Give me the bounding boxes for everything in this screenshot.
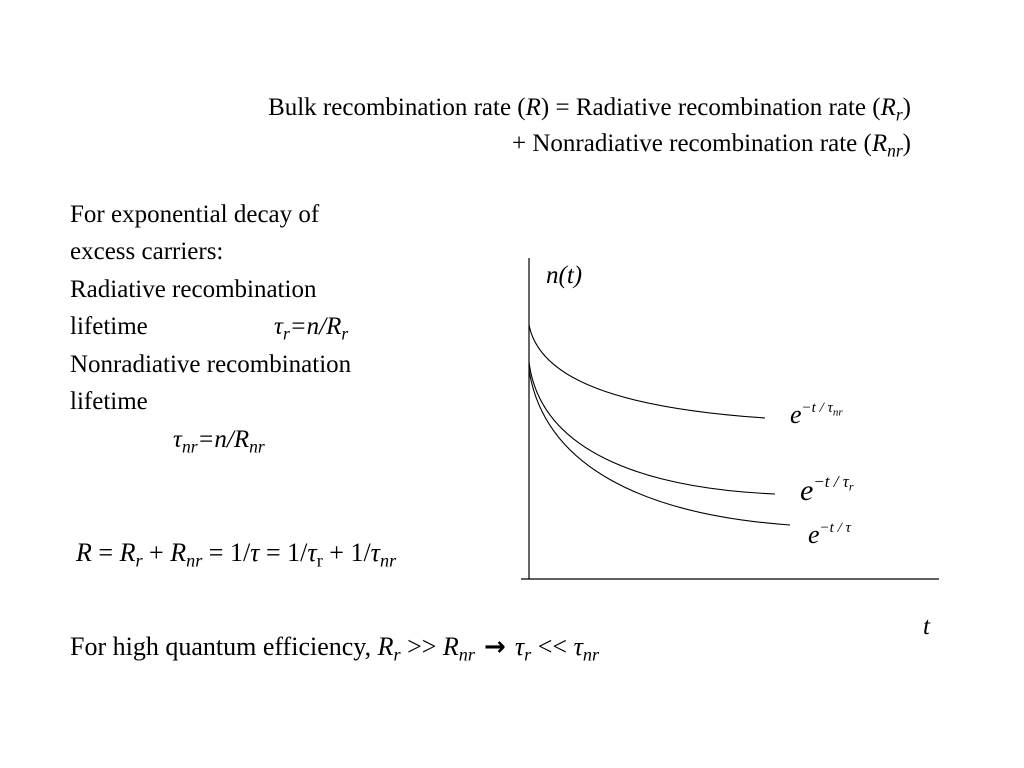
left-line-6: lifetime xyxy=(70,388,148,415)
operator: = xyxy=(259,538,288,567)
exp-base: e xyxy=(808,520,820,549)
symbol-R: R xyxy=(525,94,541,121)
exponent: −t / τr xyxy=(813,472,854,494)
symbol-tau: τ xyxy=(173,426,182,453)
symbol-R: R xyxy=(170,538,187,567)
subscript: nr xyxy=(186,550,203,571)
x-axis-label: t xyxy=(923,613,930,640)
subscript: nr xyxy=(181,436,198,457)
header-text: + Nonradiative recombination rate ( xyxy=(512,130,872,157)
exponent-text: −t / τ xyxy=(819,519,851,536)
operator: + xyxy=(142,538,171,567)
operator: + xyxy=(322,538,351,567)
subscript: nr xyxy=(379,550,397,571)
subscript: nr xyxy=(249,436,265,457)
operator: = xyxy=(202,538,230,567)
left-line-2: excess carriers: xyxy=(70,238,224,265)
subscript: r xyxy=(895,104,903,125)
header-line-2: + Nonradiative recombination rate (Rnr) xyxy=(512,130,911,159)
fraction-numerator: 1/ xyxy=(350,538,371,567)
footer-text: For high quantum efficiency, xyxy=(70,632,378,661)
left-line-5: Nonradiative recombination xyxy=(70,351,352,378)
curve-label-nonradiative: e−t / τnr xyxy=(790,400,843,430)
curve-label-total: e−t / τ xyxy=(808,520,851,550)
left-line-1: For exponential decay of xyxy=(70,201,320,228)
nonradiative-lifetime-formula: τnr=n/Rnr xyxy=(173,426,265,455)
symbol-R: R xyxy=(119,538,136,567)
operator: = xyxy=(91,538,120,567)
header-text: Bulk recombination rate ( xyxy=(268,94,526,121)
symbol-tau: τ xyxy=(573,632,583,661)
rate-equation: R = Rr + Rnr = 1/τ = 1/τr + 1/τnr xyxy=(76,538,396,570)
subscript: r xyxy=(341,323,349,344)
symbol-R: R xyxy=(871,130,888,157)
header-text: ) xyxy=(902,94,911,121)
footer-statement: For high quantum efficiency, Rr >> Rnr →… xyxy=(70,632,599,664)
symbol-tau: τ xyxy=(250,538,260,567)
left-line-4-word: lifetime xyxy=(70,313,148,340)
subscript: r xyxy=(848,479,854,494)
curve-nonradiative xyxy=(528,324,766,419)
formula-text: =n/R xyxy=(289,313,342,340)
symbol-R: R xyxy=(442,632,459,661)
exponent-text: −t / τ xyxy=(813,472,849,492)
curve-total xyxy=(528,369,791,526)
symbol-tau: τ xyxy=(274,313,283,340)
symbol-tau: τ xyxy=(370,538,380,567)
subscript: nr xyxy=(458,644,475,665)
formula-text: =n/R xyxy=(197,426,250,453)
exponent-text: −t / τ xyxy=(801,399,833,416)
operator: >> xyxy=(400,632,443,661)
exp-base: e xyxy=(790,400,802,429)
symbol-tau: τ xyxy=(514,632,525,661)
symbol-R: R xyxy=(76,538,92,567)
fraction-numerator: 1/ xyxy=(287,538,308,567)
header-text: ) = Radiative recombination rate ( xyxy=(540,94,881,121)
symbol-R: R xyxy=(880,94,896,121)
curve-label-radiative: e−t / τr xyxy=(800,472,854,508)
y-axis-label: n(t) xyxy=(546,262,583,289)
header-line-1: Bulk recombination rate (R) = Radiative … xyxy=(268,94,911,123)
left-line-3: Radiative recombination xyxy=(70,276,317,303)
operator: << xyxy=(531,632,574,661)
header-text: ) xyxy=(902,130,911,157)
arrow-icon: → xyxy=(474,632,515,662)
subscript: nr xyxy=(582,644,600,665)
curve-radiative xyxy=(528,361,776,495)
radiative-lifetime-formula: τr=n/Rr xyxy=(274,313,348,342)
exponent: −t / τ xyxy=(820,520,851,536)
symbol-tau: τ xyxy=(307,538,317,567)
exponent: −t / τnr xyxy=(801,399,843,419)
subscript: r xyxy=(282,323,290,344)
subscript: nr xyxy=(832,406,843,419)
subscript: nr xyxy=(887,140,903,161)
subscript: r xyxy=(135,550,143,571)
exp-base: e xyxy=(800,474,814,507)
subscript: r xyxy=(393,644,401,665)
symbol-R: R xyxy=(377,632,394,661)
fraction-numerator: 1/ xyxy=(229,538,251,567)
subscript: r xyxy=(316,550,323,571)
subscript: r xyxy=(524,644,532,665)
